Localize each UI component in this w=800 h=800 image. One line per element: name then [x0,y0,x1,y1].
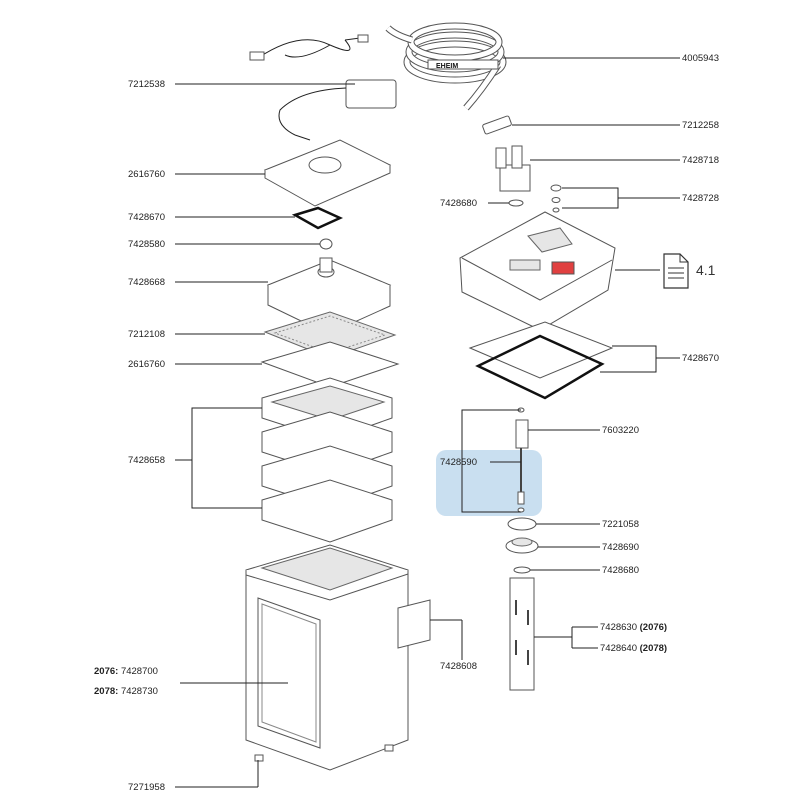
gasket-left-part [291,206,344,230]
part-number-7428630: 7428630 [600,622,637,633]
part-number-7428730: 7428730 [120,686,158,697]
label-7221058: 7221058 [602,519,639,530]
top-tray-part [266,257,392,335]
label-7428730: 2078: 7428730 [94,686,158,697]
small-parts-7428728 [550,184,562,213]
label-2616760-mid: 2616760 [128,359,165,370]
label-7428670-left: 7428670 [128,212,165,223]
part-number-7428700: 7428700 [120,666,158,677]
label-2616760-top: 2616760 [128,169,165,180]
label-7428668: 7428668 [128,277,165,288]
o-ring-part [507,517,537,531]
brand-text: EHEIM [436,63,458,70]
connector-part [482,115,512,135]
label-7428640: 7428640 (2078) [600,643,667,654]
power-cord-part [249,34,397,141]
label-7428630: 7428630 (2076) [600,622,667,633]
part-number-7428640: 7428640 [600,643,637,654]
label-4005943: 4005943 [682,53,719,64]
gasket-right-part [468,321,614,400]
impeller-cover-part [505,537,539,554]
label-7428658: 7428658 [128,455,165,466]
intake-tube-part [509,577,535,691]
label-7603220: 7603220 [602,425,639,436]
filter-pad-part [260,341,400,388]
lid-part [263,139,392,207]
canister-part [245,544,431,771]
label-7212538: 7212538 [128,79,165,90]
pump-head-part [459,211,616,331]
hose-part [385,22,507,111]
ring-part-b [513,566,531,574]
label-7428680-b: 7428680 [602,565,639,576]
model-2076-tag: (2076) [639,622,668,633]
impeller-shaft-part [515,407,529,513]
label-7428718: 7428718 [682,155,719,166]
label-7428608: 7428608 [440,661,477,672]
small-part-7428580 [319,238,333,250]
label-7428680-a: 7428680 [440,198,477,209]
label-7271958: 7271958 [128,782,165,793]
label-7428728: 7428728 [682,193,719,204]
doc-ref-label: 4.1 [696,262,716,278]
document-icon [663,253,689,289]
label-7428700: 2076: 7428700 [94,666,158,677]
label-7212258: 7212258 [682,120,719,131]
label-7428690: 7428690 [602,542,639,553]
model-2078-tag: (2078) [639,643,668,654]
label-7428580: 7428580 [128,239,165,250]
model-2078-prefix: 2078: [94,686,119,697]
label-7428590: 7428590 [440,457,477,468]
label-7212108: 7212108 [128,329,165,340]
filter-baskets-part [261,377,393,543]
model-2076-prefix: 2076: [94,666,119,677]
label-7428670-right: 7428670 [682,353,719,364]
valve-block-part [495,145,531,192]
ring-part-a [508,199,524,207]
